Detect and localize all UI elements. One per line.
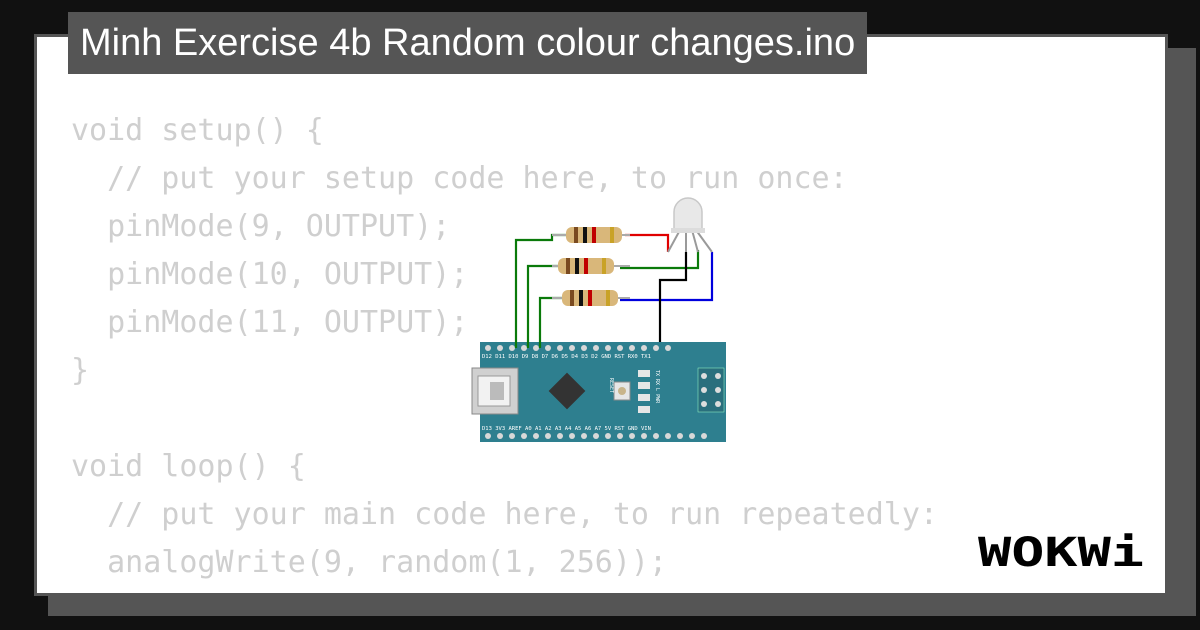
code-line: } <box>71 353 90 388</box>
code-line: pinMode(9, OUTPUT); <box>71 209 451 244</box>
code-line: analogWrite(9, random(1, 256)); <box>71 545 668 580</box>
code-line: void loop() { <box>71 449 306 484</box>
board-led-labels: TX RX L PWR <box>654 370 660 404</box>
resistor-icon <box>552 290 630 306</box>
code-preview: void setup() { // put your setup code he… <box>71 107 938 593</box>
project-title-text: Minh Exercise 4b Random colour changes.i… <box>80 21 856 64</box>
circuit-diagram: D12 D11 D10 D9 D8 D7 D6 D5 D4 D3 D2 GND … <box>471 197 726 442</box>
code-line: pinMode(11, OUTPUT); <box>71 305 469 340</box>
project-title: Minh Exercise 4b Random colour changes.i… <box>68 12 868 74</box>
wokwi-logo: WOKWi <box>978 530 1144 576</box>
board-bottom-pin-labels: D13 3V3 AREF A0 A1 A2 A3 A4 A5 A6 A7 5V … <box>482 426 651 432</box>
board-reset-label: RESET <box>608 378 614 393</box>
logo-text: WOKWi <box>978 530 1144 576</box>
rgb-led-icon <box>667 197 713 253</box>
code-line: pinMode(10, OUTPUT); <box>71 257 469 292</box>
resistor-icon <box>552 258 630 274</box>
arduino-nano-icon: D12 D11 D10 D9 D8 D7 D6 D5 D4 D3 D2 GND … <box>471 342 726 442</box>
board-top-pin-labels: D12 D11 D10 D9 D8 D7 D6 D5 D4 D3 D2 GND … <box>482 354 651 360</box>
code-line: // put your setup code here, to run once… <box>71 161 848 196</box>
code-line: // put your main code here, to run repea… <box>71 497 938 532</box>
preview-card: void setup() { // put your setup code he… <box>34 34 1168 596</box>
code-line: analogWrite(10, random(1, 256)); <box>71 587 938 593</box>
code-line: void setup() { <box>71 113 324 148</box>
resistor-icon <box>552 227 630 243</box>
